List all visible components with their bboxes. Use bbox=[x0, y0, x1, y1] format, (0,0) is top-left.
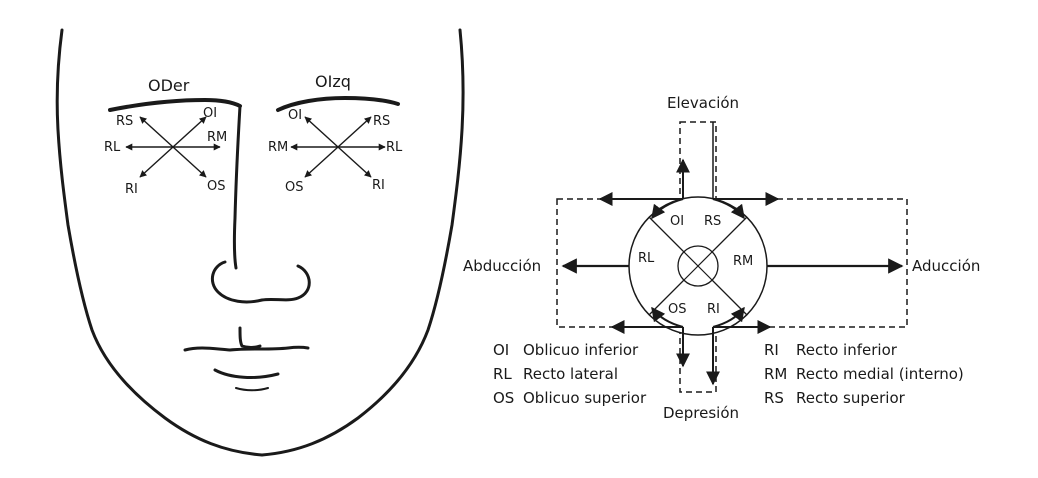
legend-item: OI Oblicuo inferior bbox=[493, 338, 646, 362]
right-eye-rl: RL bbox=[104, 140, 121, 155]
circle-label-rs: RS bbox=[704, 214, 721, 229]
left-eye-arrow-ri bbox=[337, 146, 372, 178]
legend-name: Recto superior bbox=[796, 389, 905, 407]
legend-right: RI Recto inferior RM Recto medial (interno… bbox=[764, 338, 964, 410]
legend-name: Recto lateral bbox=[523, 365, 619, 383]
left-eye-rl: RL bbox=[386, 140, 403, 155]
legend-left: OI Oblicuo inferior RL Recto lateral OS Obl… bbox=[493, 338, 646, 410]
left-eye-arrow-os bbox=[304, 146, 339, 178]
face-outline bbox=[55, 28, 465, 457]
legend-item: RS Recto superior bbox=[764, 386, 964, 410]
left-eye-label: OIzq bbox=[315, 72, 351, 91]
circle-label-oi: OI bbox=[670, 214, 684, 229]
legend-abbr: OS bbox=[493, 389, 515, 407]
legend-item: RM Recto medial (interno) bbox=[764, 362, 964, 386]
depression-label: Depresión bbox=[663, 404, 739, 422]
left-eye-rm: RM bbox=[268, 140, 288, 155]
right-eye-oi: OI bbox=[203, 106, 217, 121]
adduction-label: Aducción bbox=[912, 257, 980, 275]
arc-top-left bbox=[651, 198, 684, 220]
left-eye-rs: RS bbox=[373, 114, 390, 129]
nose bbox=[210, 260, 311, 304]
inner-x-2 bbox=[683, 251, 713, 281]
left-eye-arrow-rs bbox=[337, 116, 372, 148]
left-eyebrow bbox=[276, 96, 400, 112]
circle-label-ri: RI bbox=[707, 302, 720, 317]
legend-abbr: RS bbox=[764, 389, 784, 407]
circle-label-os: OS bbox=[668, 302, 686, 317]
arc-top-right bbox=[712, 198, 745, 220]
legend-abbr: RI bbox=[764, 341, 779, 359]
right-eye-label: ODer bbox=[148, 76, 190, 95]
legend-abbr: RL bbox=[493, 365, 512, 383]
legend-name: Recto medial (interno) bbox=[796, 365, 964, 383]
legend-item: RL Recto lateral bbox=[493, 362, 646, 386]
chin-line bbox=[235, 387, 269, 392]
left-eye-ri: RI bbox=[372, 178, 385, 193]
lower-lip bbox=[213, 368, 280, 379]
right-eye-arrow-oi bbox=[172, 116, 207, 148]
legend-item: OS Oblicuo superior bbox=[493, 386, 646, 410]
right-eye-arrow-ri bbox=[139, 146, 174, 178]
right-eye-rs: RS bbox=[116, 114, 133, 129]
face-drawing bbox=[55, 28, 465, 457]
left-eye-oi: OI bbox=[288, 108, 302, 123]
left-eye-os: OS bbox=[285, 180, 303, 195]
right-eye-ri: RI bbox=[125, 182, 138, 197]
left-eye-arrows bbox=[290, 116, 386, 178]
circle-label-rl: RL bbox=[638, 251, 655, 266]
left-eye-arrow-oi bbox=[304, 116, 339, 148]
arc-bottom-right bbox=[712, 306, 745, 328]
right-eyebrow bbox=[108, 98, 242, 112]
legend-name: Oblicuo inferior bbox=[523, 341, 639, 359]
right-eye-os: OS bbox=[207, 179, 225, 194]
legend-name: Oblicuo superior bbox=[523, 389, 647, 407]
legend-abbr: OI bbox=[493, 341, 510, 359]
direction-diagram bbox=[556, 121, 908, 393]
elevation-label: Elevación bbox=[667, 94, 739, 112]
philtrum bbox=[238, 326, 262, 349]
right-eye-arrow-os bbox=[172, 146, 207, 178]
nose-bridge bbox=[232, 104, 242, 270]
mouth bbox=[183, 345, 310, 352]
right-eye-arrows bbox=[125, 116, 221, 178]
abduction-label: Abducción bbox=[463, 257, 541, 275]
legend-item: RI Recto inferior bbox=[764, 338, 964, 362]
right-eye-arrow-rs bbox=[139, 116, 174, 148]
legend-abbr: RM bbox=[764, 365, 788, 383]
circle-label-rm: RM bbox=[733, 254, 753, 269]
legend-name: Recto inferior bbox=[796, 341, 897, 359]
arc-bottom-left bbox=[651, 306, 684, 328]
right-eye-rm: RM bbox=[207, 130, 227, 145]
